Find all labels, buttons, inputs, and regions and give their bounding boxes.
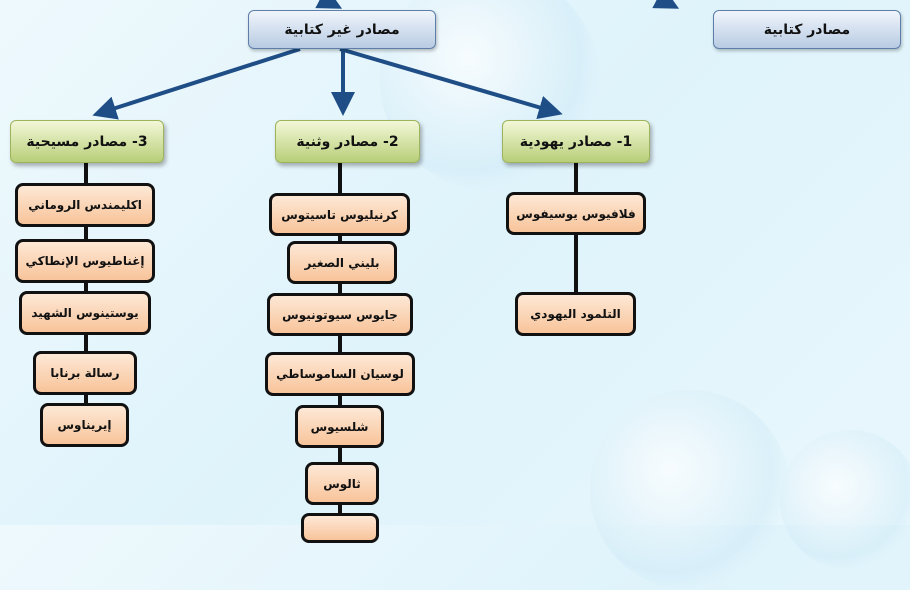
arrow-to-jewish xyxy=(339,47,563,120)
source-item: لوسيان الساموساطي xyxy=(265,352,415,396)
arrow-to-christian xyxy=(92,47,301,120)
written-sources-box: مصادر كتابية xyxy=(713,10,901,49)
source-item: إغناطيوس الإنطاكي xyxy=(15,239,155,283)
category-christian: 3- مصادر مسيحية xyxy=(10,120,164,163)
arrow-top-right xyxy=(652,0,680,9)
source-item: رسالة برنابا xyxy=(33,351,137,395)
source-item: جايوس سيوتونيوس xyxy=(267,293,413,336)
category-pagan: 2- مصادر وثنية xyxy=(275,120,420,163)
source-item-partial xyxy=(301,513,379,543)
source-item: يوستينوس الشهيد xyxy=(19,291,151,335)
source-item: فلافيوس يوسيفوس xyxy=(506,192,646,235)
arrow-top-left xyxy=(315,0,343,9)
source-item: التلمود اليهودي xyxy=(515,292,636,336)
source-item: شلسيوس xyxy=(295,405,384,448)
source-item: ثالوس xyxy=(305,462,379,505)
source-item: إيريناوس xyxy=(40,403,129,447)
source-item: بليني الصغير xyxy=(287,241,397,284)
source-item: اكليمندس الروماني xyxy=(15,183,155,227)
source-item: كرنيليوس تاسيتوس xyxy=(269,193,410,236)
category-jewish: 1- مصادر يهودية xyxy=(502,120,650,163)
non-written-sources-box: مصادر غير كتابية xyxy=(248,10,436,49)
